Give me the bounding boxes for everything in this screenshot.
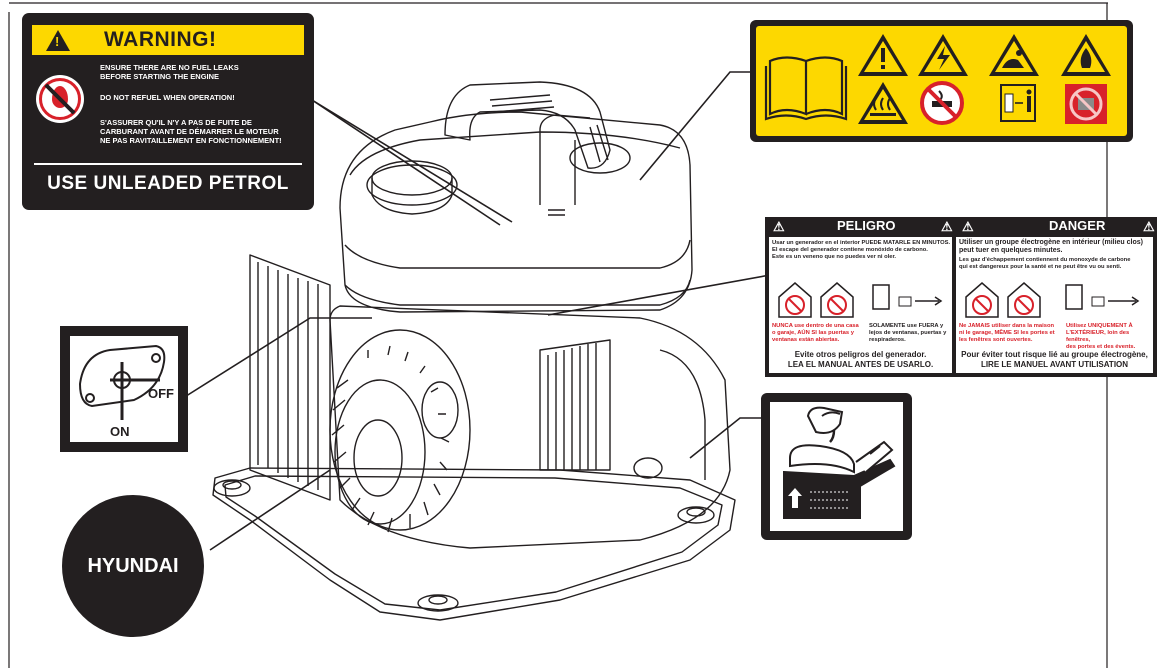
- no-house-icon: [778, 282, 812, 318]
- warning-text-fuel-leaks: ENSURE THERE ARE NO FUEL LEAKS BEFORE ST…: [100, 63, 239, 81]
- warning-triangle-icon: ⚠: [962, 219, 974, 234]
- no-indoor-use-icon: [1065, 84, 1107, 124]
- oil-fill-icon: [783, 406, 896, 519]
- fire-hazard-icon: [1061, 34, 1111, 76]
- french-intro-2: Les gaz d'échappement contiennent du mon…: [959, 257, 1131, 270]
- brand-badge: HYUNDAI: [62, 495, 204, 637]
- warning-triangle-icon: ⚠: [941, 219, 953, 234]
- general-warning-icon: [858, 34, 908, 76]
- french-panel: Utiliser un groupe électrogène en intéri…: [956, 237, 1153, 373]
- unleaded-petrol-text: USE UNLEADED PETROL: [47, 173, 289, 194]
- warning-triangle-icon: !: [46, 29, 70, 51]
- spanish-only-outdoors: SOLAMENTE use FUERA y lejos de ventanas,…: [869, 323, 947, 343]
- warning-label: ! WARNING! ENSURE THERE ARE NO FUEL LEAK…: [22, 13, 314, 210]
- fuel-valve-icon: [78, 344, 166, 420]
- no-house-icon: [965, 282, 999, 318]
- peligro-title: PELIGRO: [837, 218, 896, 233]
- no-garage-icon: [820, 282, 854, 318]
- warning-title: WARNING!: [104, 28, 217, 51]
- oil-fill-label: [761, 393, 912, 540]
- no-smoking-no-fire-icon: [920, 81, 964, 125]
- warning-header: ! WARNING!: [32, 25, 304, 55]
- off-label: OFF: [148, 386, 174, 401]
- warning-text-french: S'ASSURER QU'IL N'Y A PAS DE FUITE DE CA…: [100, 118, 282, 145]
- electric-shock-icon: [918, 34, 968, 76]
- spanish-panel: Usar un generador en el interior PUEDE M…: [769, 237, 952, 373]
- danger-title: DANGER: [1049, 218, 1106, 233]
- spanish-intro: Usar un generador en el interior PUEDE M…: [772, 240, 951, 260]
- warning-triangle-icon: ⚠: [773, 219, 785, 234]
- hot-water-hazard-icon: [989, 34, 1039, 76]
- warning-divider: [34, 163, 302, 165]
- warning-text-refuel: DO NOT REFUEL WHEN OPERATION!: [100, 93, 235, 102]
- on-label: ON: [110, 424, 130, 439]
- outdoor-use-icon: [1065, 284, 1140, 310]
- brand-logo-text: HYUNDAI: [87, 554, 179, 577]
- spanish-footer: Evite otros peligros del generador. LEA …: [787, 350, 934, 369]
- french-footer: Pour éviter tout risque lié au groupe él…: [961, 350, 1148, 369]
- leader-lines: [182, 71, 771, 551]
- fuel-valve-label: OFF ON: [60, 326, 188, 452]
- keep-distance-icon: [1000, 84, 1036, 122]
- french-intro: Utiliser un groupe électrogène en intéri…: [959, 239, 1143, 254]
- warning-triangle-icon: ⚠: [1143, 219, 1155, 234]
- no-fuel-leak-icon: [36, 75, 84, 123]
- bilingual-danger-label: ⚠ PELIGRO ⚠ ⚠ DANGER ⚠ Usar un generador…: [765, 217, 1157, 377]
- spanish-never-indoors: NUNCA use dentro de una casa o garaje, A…: [772, 323, 859, 343]
- french-never-indoors: Ne JAMAIS utiliser dans la maison ni le …: [959, 323, 1055, 343]
- no-garage-icon: [1007, 282, 1041, 318]
- french-only-outdoors: Utilisez UNIQUEMENT À L'EXTÉRIEUR, loin …: [1066, 323, 1136, 350]
- hot-surface-icon: [858, 82, 908, 124]
- language-badge: E F: [769, 365, 780, 372]
- generator-body: [212, 81, 736, 621]
- safety-symbols-label: [750, 20, 1133, 142]
- read-manual-icon: [764, 56, 848, 121]
- outdoor-use-icon: [872, 284, 943, 310]
